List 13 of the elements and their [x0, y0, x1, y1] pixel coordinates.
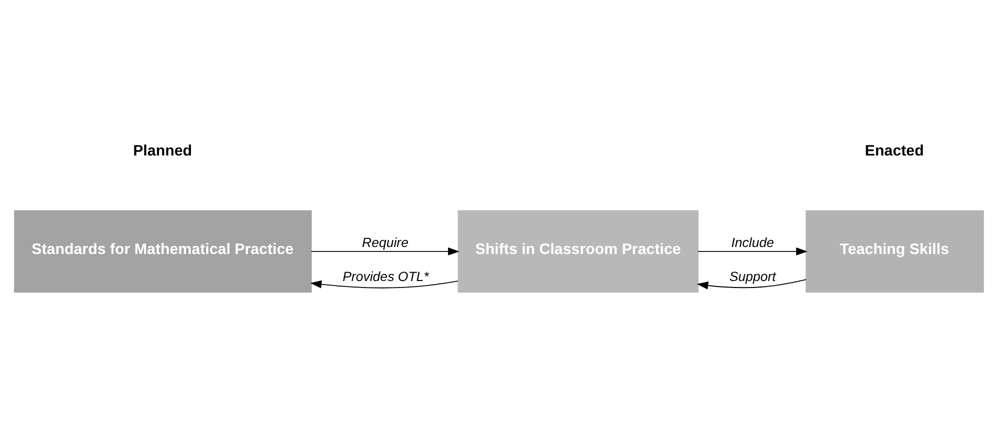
arrow — [310, 280, 458, 288]
arrow — [696, 279, 807, 290]
edge-label: Support — [729, 269, 776, 284]
node-box: Shifts in Classroom Practice — [458, 210, 699, 293]
arrow — [310, 247, 460, 256]
edge-label: Require — [362, 234, 408, 250]
arrow — [698, 247, 808, 256]
node-box: Teaching Skills — [806, 210, 984, 293]
node-box: Standards for Mathematical Practice — [14, 210, 312, 293]
label: Planned — [133, 142, 192, 160]
label: Enacted — [864, 142, 924, 160]
edge-label: Include — [731, 234, 774, 250]
edge-label: Provides OTL* — [342, 269, 429, 284]
